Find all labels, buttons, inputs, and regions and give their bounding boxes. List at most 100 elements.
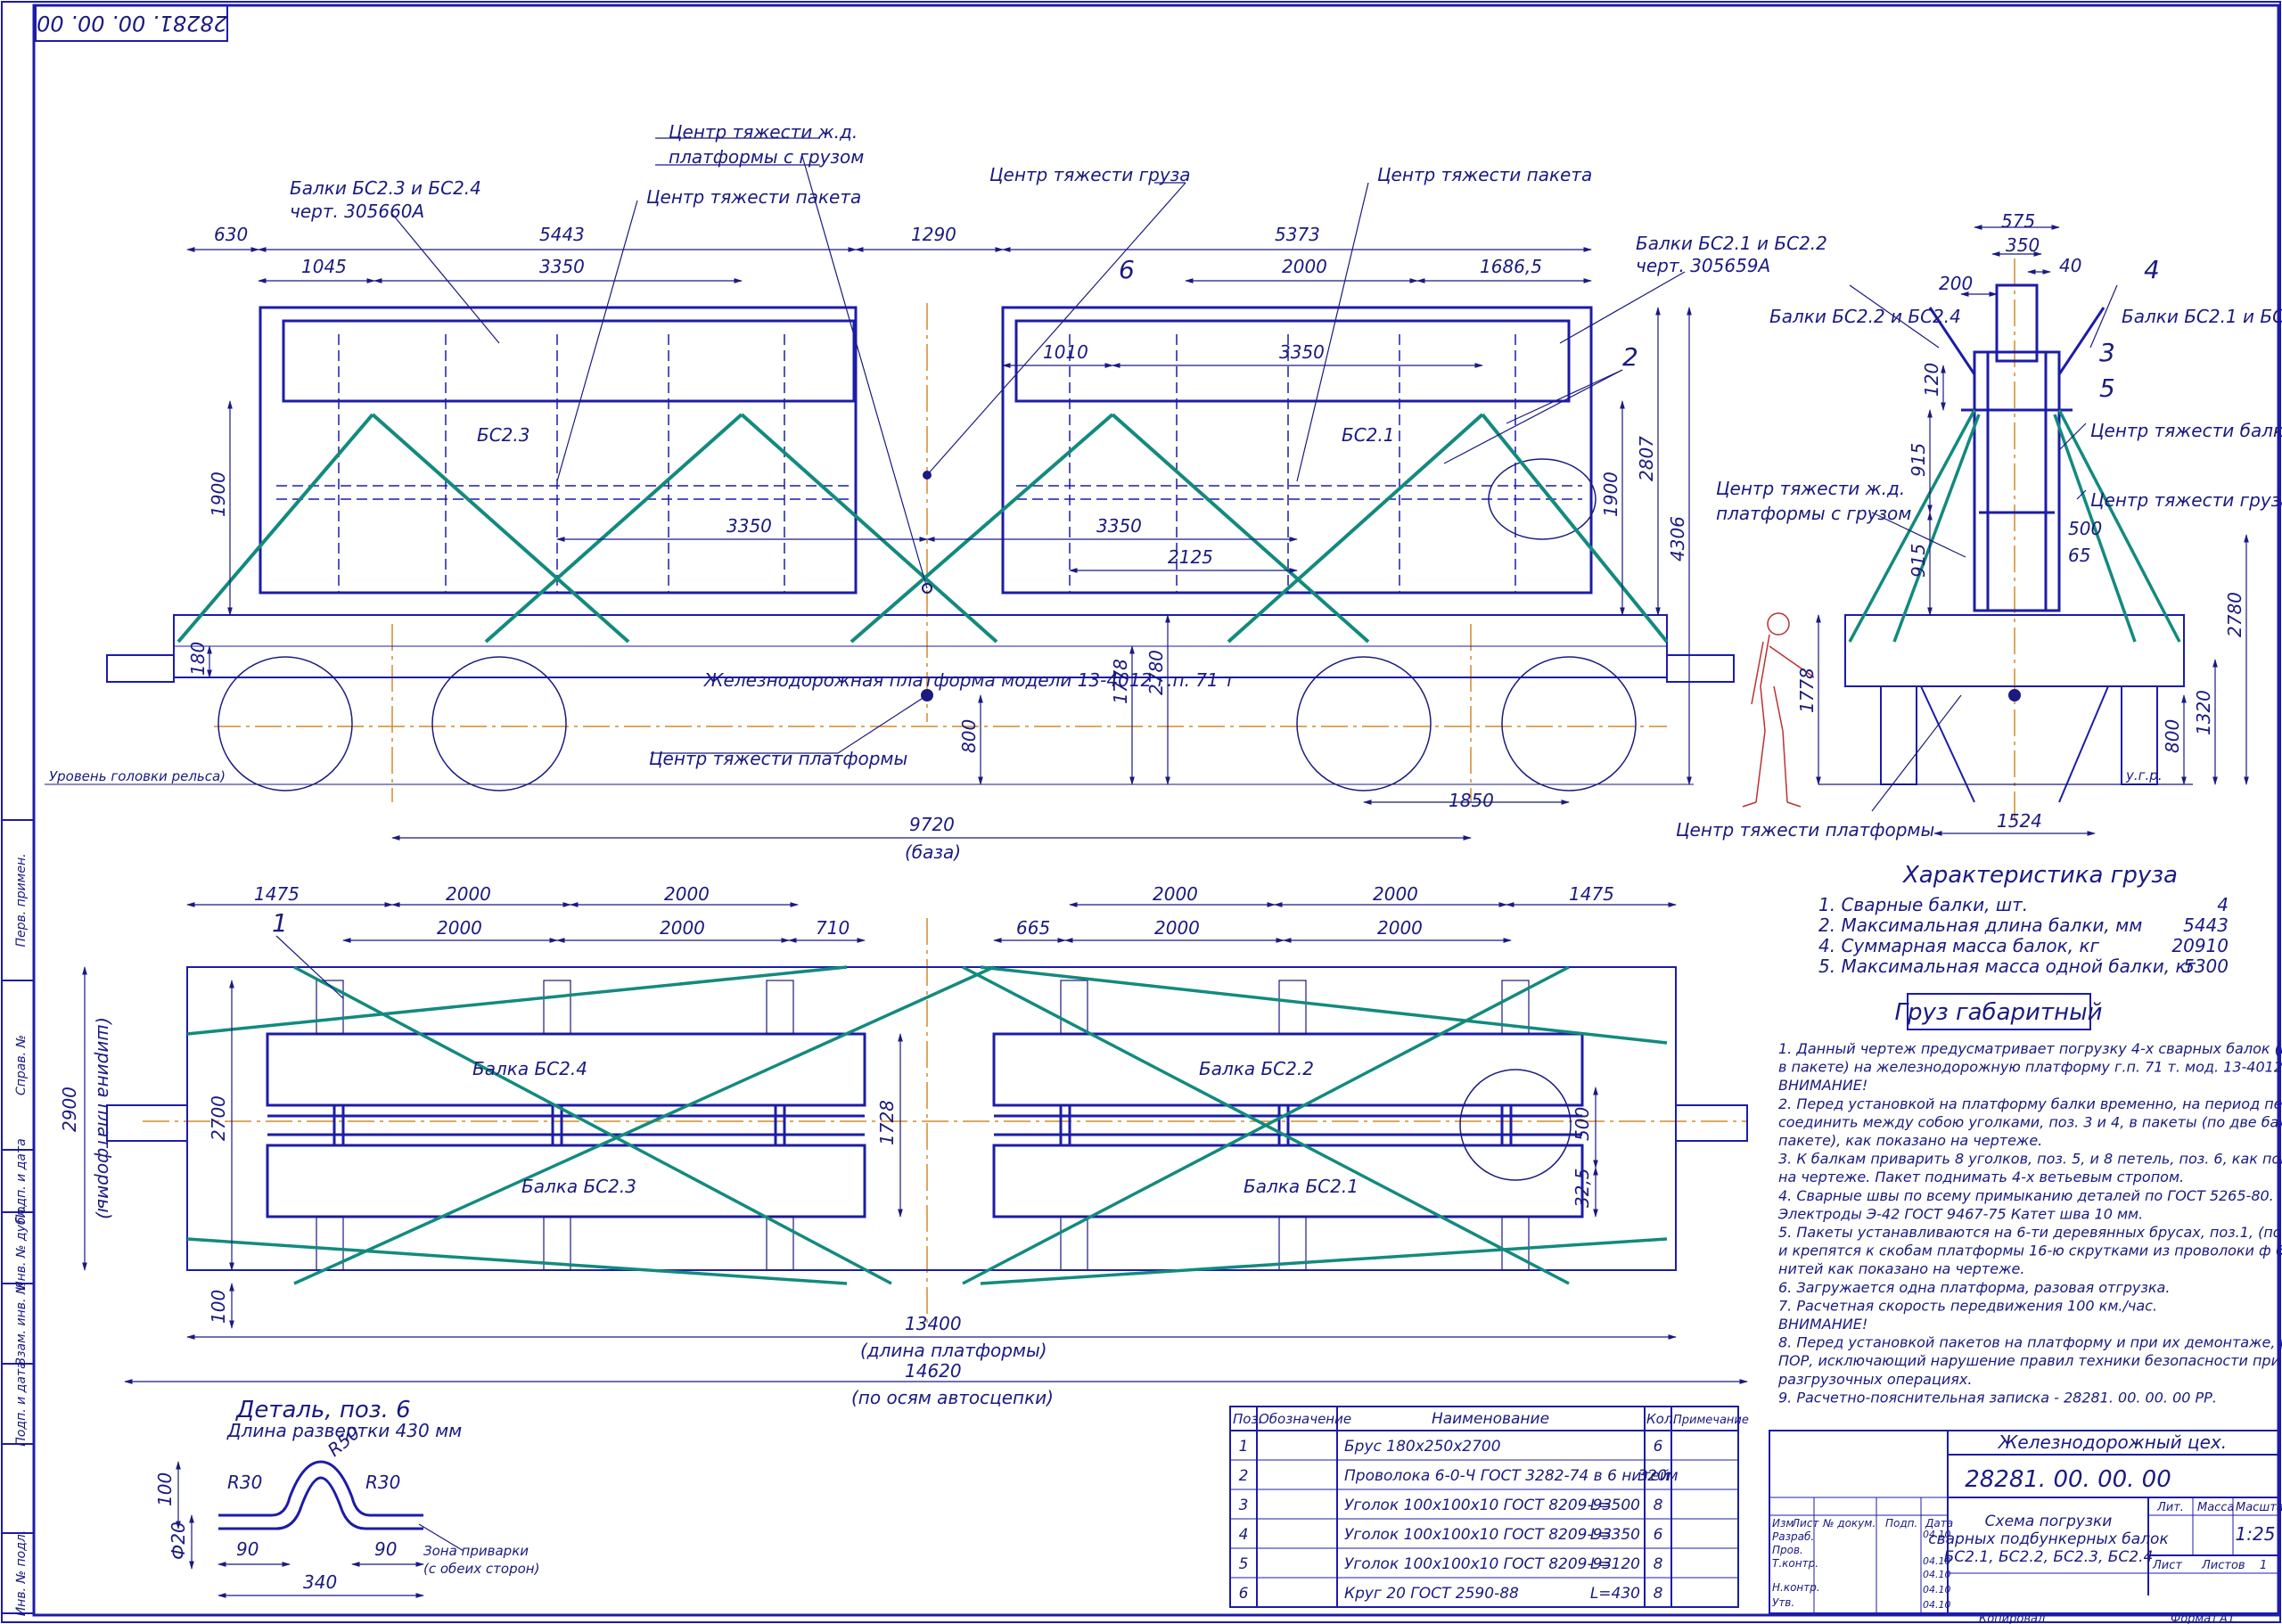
coupler-label: (по осям автосцепки) xyxy=(851,1387,1054,1408)
dim-label: 2780 xyxy=(1145,650,1167,695)
dim-label: 800 xyxy=(958,719,980,753)
spec-pos: 6 xyxy=(1239,1585,1249,1603)
dim-label: 1686,5 xyxy=(1480,256,1542,277)
spec-extra: L=500 xyxy=(1590,1497,1640,1514)
dim-label: 180 xyxy=(187,642,209,676)
cg-railcar-end-1: Центр тяжести ж.д. xyxy=(1716,478,1905,499)
tb-scale-header: Масштаб xyxy=(2236,1501,2282,1514)
human-figure xyxy=(1742,612,1815,808)
spec-extra: L=350 xyxy=(1590,1526,1640,1544)
dim-label: 3350 xyxy=(726,515,772,537)
ugr-label: у.г.р. xyxy=(2125,767,2163,783)
tb-name-3: БС2.1, БС2.2, БС2.3, БС2.4 xyxy=(1944,1548,2154,1566)
beams-right-label: Балки БС2.1 и БС2.2 xyxy=(1636,233,1827,254)
note-line: и крепятся к скобам платформы 16-ю скрут… xyxy=(1778,1243,2282,1259)
dim-label: 1900 xyxy=(208,472,229,517)
spec-header: Кол. xyxy=(1646,1411,1677,1427)
side-view xyxy=(45,137,1735,841)
dim-label: 1850 xyxy=(1449,790,1494,811)
title-block: Железнодорожный цех. 28281. 00. 00. 00 С… xyxy=(1769,1430,2282,1624)
tb-date: 04.10 xyxy=(1923,1569,1951,1580)
tb-role: Утв. xyxy=(1772,1596,1794,1609)
dim-label: 90 xyxy=(374,1538,397,1560)
note-line: соединить между собою уголками, поз. 3 и… xyxy=(1778,1113,2282,1130)
note-line: 8. Перед установкой пакетов на платформу… xyxy=(1778,1334,2282,1351)
dim-label: 1010 xyxy=(1043,341,1088,363)
tb-org: Железнодорожный цех. xyxy=(1997,1431,2227,1453)
spec-qty: 6 xyxy=(1654,1438,1663,1456)
tb-sheets: Листов xyxy=(2201,1559,2245,1572)
note-line: ПОР, исключающий нарушение правил техник… xyxy=(1778,1352,2282,1369)
spec-name: Проволока 6-0-Ч ГОСТ 3282-74 в 6 нитей xyxy=(1344,1467,1670,1485)
end-view-labels: Балки БС2.2 и БС2.4 Балки БС2.1 и БС2.3 … xyxy=(1676,210,2282,841)
position-1-tag: 1 xyxy=(272,908,288,938)
dim-label: 665 xyxy=(1016,917,1050,939)
weld-zone-sides: (с обеих сторон) xyxy=(423,1561,539,1577)
spec-qty: 320м xyxy=(1638,1467,1678,1485)
dim-label: 1728 xyxy=(876,1100,898,1145)
note-line: 6. Загружается одна платформа, разовая о… xyxy=(1778,1279,2170,1296)
beams-left-drawing-ref: черт. 305660А xyxy=(290,201,424,222)
cargo-row-label: 2. Максимальная длина балки, мм xyxy=(1818,915,2142,936)
dim-label: 100 xyxy=(154,1472,176,1506)
dim-label: 5373 xyxy=(1275,224,1320,245)
tb-col: Дата xyxy=(1925,1517,1953,1530)
dim-label: 500 xyxy=(1572,1107,1593,1141)
weld-zone-label: Зона приварки xyxy=(423,1543,529,1559)
dim-label: 120 xyxy=(1921,363,1942,397)
cargo-row-value: 5443 xyxy=(2183,915,2229,936)
dim-label: R30 xyxy=(365,1472,400,1493)
note-line: нитей как показано на чертеже. xyxy=(1778,1260,2024,1277)
note-line: ВНИМАНИЕ! xyxy=(1778,1316,1867,1333)
tb-col: Изм xyxy=(1772,1517,1794,1530)
stamp-label: Подп. и дата xyxy=(14,1138,29,1223)
dim-label: 2125 xyxy=(1168,546,1213,568)
dim-label: 1475 xyxy=(1569,883,1614,905)
tb-role: Н.контр. xyxy=(1772,1581,1820,1594)
cg-cargo-end-label: Центр тяжести груза xyxy=(2090,489,2282,511)
dim-label: 1900 xyxy=(1600,472,1621,517)
dim-label: 500 xyxy=(2068,518,2102,539)
dim-label: 350 xyxy=(2006,234,2040,256)
dim-label: 13400 xyxy=(905,1313,962,1334)
spec-name: Круг 20 ГОСТ 2590-88 xyxy=(1344,1585,1519,1603)
tb-date: 04.10 xyxy=(1923,1529,1951,1540)
cg-platform-end-label: Центр тяжести платформы xyxy=(1676,819,1934,841)
dim-label: 1778 xyxy=(1110,659,1131,704)
left-side-stamp xyxy=(1,819,35,1614)
tb-date: 04.10 xyxy=(1923,1584,1951,1595)
dim-label: 14620 xyxy=(905,1360,962,1382)
cg-cargo-label: Центр тяжести груза xyxy=(989,164,1191,185)
tb-copied: Копировал xyxy=(1979,1612,2045,1624)
stamp-label: Справ. № xyxy=(14,1035,29,1095)
tb-col: Подп. xyxy=(1885,1517,1917,1530)
cg-platform-label: Центр тяжести платформы xyxy=(649,748,907,769)
tb-format-value: А1 xyxy=(2219,1612,2235,1624)
spec-pos: 3 xyxy=(1239,1497,1249,1514)
note-line: на чертеже. Пакет поднимать 4-х ветьевым… xyxy=(1778,1169,2184,1185)
cg-beam-label: Центр тяжести балки xyxy=(2090,420,2282,441)
dim-label: 2780 xyxy=(2224,592,2245,637)
dim-label: 2000 xyxy=(1153,883,1198,905)
beam-bs23-label: Балка БС2.3 xyxy=(521,1176,636,1197)
tb-mass: Масса xyxy=(2197,1501,2234,1514)
dim-label: 3350 xyxy=(1096,515,1142,537)
position-4-tag: 4 xyxy=(2144,255,2160,284)
dim-label: 1778 xyxy=(1796,668,1818,713)
platform-label: Железнодорожная платформа модели 13-4012… xyxy=(702,669,1235,691)
tb-col: Лист xyxy=(1791,1517,1819,1530)
tb-date: 04.10 xyxy=(1923,1599,1951,1611)
spec-header: Наименование xyxy=(1432,1410,1549,1428)
tb-name-1: Схема погрузки xyxy=(1985,1513,2113,1530)
position-3-tag: 3 xyxy=(2099,338,2115,367)
cargo-title: Характеристика груза xyxy=(1901,862,2178,889)
spec-qty: 8 xyxy=(1654,1555,1663,1573)
tb-date: 04.10 xyxy=(1923,1555,1951,1567)
tb-sheets-count: 1 xyxy=(2260,1559,2267,1572)
cg-railcar-label-2: платформы с грузом xyxy=(669,146,864,168)
dim-label: 3350 xyxy=(539,256,585,277)
tb-col: № докум. xyxy=(1822,1517,1876,1530)
specification-table: Поз. Обозначение Наименование Кол. Приме… xyxy=(1229,1406,1749,1608)
tb-role: Разраб. xyxy=(1772,1530,1814,1543)
